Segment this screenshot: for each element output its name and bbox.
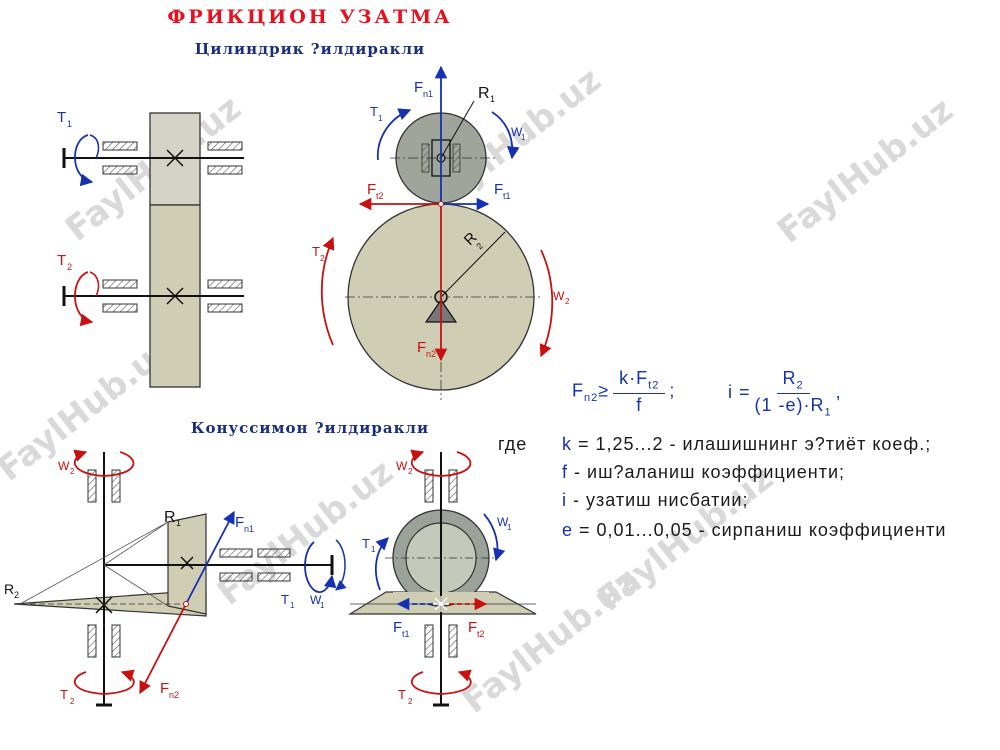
svg-text:2: 2	[320, 254, 325, 263]
svg-text:R: R	[164, 509, 176, 526]
force-fn1-arrow	[185, 510, 235, 605]
legend-i: i - узатиш нисбатии;	[562, 490, 749, 510]
svg-text:F: F	[494, 181, 503, 198]
svg-text:F: F	[160, 680, 169, 697]
svg-text:T: T	[57, 252, 66, 269]
legend-f: f - иш?аланиш коэффициенти;	[562, 462, 846, 482]
conical-side-view: F n1 F n2 R 1 R 2 W 2 T 2 T 1 W 1	[4, 449, 347, 707]
svg-text:T: T	[398, 687, 406, 702]
svg-text:T: T	[60, 687, 68, 702]
svg-text:1: 1	[521, 133, 526, 142]
svg-text:F: F	[414, 79, 423, 96]
force-fn2-arrow	[139, 603, 187, 695]
svg-text:W: W	[511, 125, 523, 139]
svg-text:1: 1	[371, 545, 376, 554]
svg-text:2: 2	[408, 467, 413, 476]
legend-where: где	[498, 434, 528, 454]
svg-text:1: 1	[290, 601, 295, 610]
svg-text:R: R	[478, 85, 490, 102]
svg-text:T: T	[370, 104, 378, 119]
svg-text:1: 1	[320, 601, 325, 610]
svg-text:2: 2	[474, 241, 485, 252]
svg-text:W: W	[553, 289, 565, 303]
svg-text:n1: n1	[423, 89, 433, 99]
svg-text:t2: t2	[477, 629, 485, 639]
svg-text:W: W	[396, 459, 408, 473]
svg-text:1: 1	[490, 94, 495, 104]
svg-text:t1: t1	[503, 191, 511, 201]
torque-arrow	[74, 271, 94, 327]
svg-text:n2: n2	[426, 349, 436, 359]
svg-text:1: 1	[67, 119, 72, 129]
svg-text:F: F	[468, 619, 477, 636]
cylindrical-subtitle: Цилиндрик ?илдиракли	[194, 40, 426, 58]
svg-text:F: F	[417, 339, 426, 356]
svg-text:t1: t1	[402, 629, 410, 639]
conical-subtitle: Конуссимон ?илдиракли	[190, 419, 430, 437]
svg-text:W: W	[58, 459, 70, 473]
svg-text:2: 2	[70, 467, 75, 476]
svg-text:F: F	[235, 514, 244, 531]
svg-text:T: T	[362, 536, 370, 551]
svg-text:T: T	[57, 109, 66, 126]
svg-text:n1: n1	[244, 524, 254, 534]
torque-arrow	[74, 134, 94, 187]
bearing	[102, 141, 243, 313]
svg-text:2: 2	[70, 697, 75, 706]
svg-text:T: T	[312, 244, 320, 259]
svg-text:1: 1	[378, 114, 383, 123]
legend-k: k = 1,25...2 - илашишнинг э?тиёт коеф.;	[562, 434, 932, 454]
svg-text:W: W	[310, 593, 322, 607]
formula-ratio: i =R2(1 -e)·R1,	[728, 368, 842, 419]
svg-text:2: 2	[565, 297, 570, 306]
svg-text:t2: t2	[376, 191, 384, 201]
svg-text:2: 2	[408, 697, 413, 706]
conical-front-view: F t1 F t2 T 1 W 1 W 2 T 2	[347, 449, 537, 707]
cylindrical-side-view: T 1 T 2	[57, 109, 244, 388]
page-title: ФРИКЦИОН УЗАТМА	[167, 6, 453, 28]
svg-text:1: 1	[507, 523, 512, 532]
svg-text:W: W	[497, 515, 509, 529]
svg-text:F: F	[367, 181, 376, 198]
svg-text:R: R	[4, 581, 14, 597]
svg-text:1: 1	[176, 518, 181, 528]
svg-text:F: F	[393, 619, 402, 636]
cylindrical-front-view: R 1 R 2 F n1 F t2 F t1 F n2 T 1 W 1	[312, 65, 570, 400]
svg-text:T: T	[281, 592, 289, 607]
svg-text:2: 2	[14, 590, 19, 600]
svg-text:n2: n2	[169, 690, 179, 700]
svg-text:2: 2	[67, 262, 72, 272]
legend-e: e = 0,01...0,05 - сирпаниш коэффициенти	[562, 520, 947, 540]
